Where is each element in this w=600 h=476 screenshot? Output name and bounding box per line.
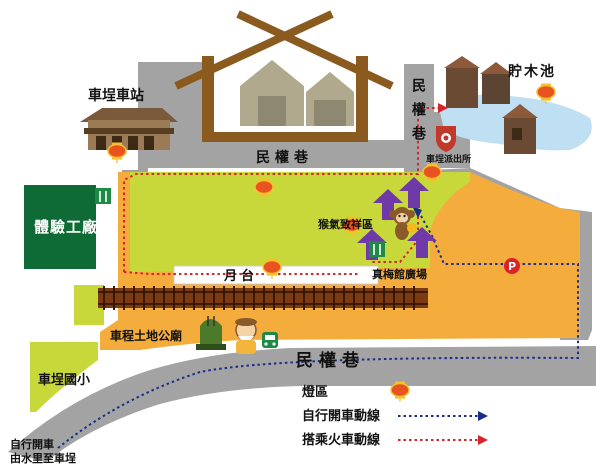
monkey-area-label: 猴氣致祥區 xyxy=(318,217,373,231)
timber-pond-label: 貯木池 xyxy=(508,63,556,80)
fork-knife-icon xyxy=(95,188,111,204)
drive-note-line2: 由水里至車埕 xyxy=(10,451,76,465)
drive-route-arrow xyxy=(412,206,422,218)
street-top-label: 民權巷 xyxy=(256,149,313,166)
parking-label: P xyxy=(508,260,516,273)
police-badge-icon xyxy=(436,126,456,152)
station-building xyxy=(80,108,178,150)
legend-train-arrow xyxy=(478,435,488,445)
school-label: 車埕國小 xyxy=(38,372,90,388)
legend-drive-label: 自行開車動線 xyxy=(302,408,381,424)
monkey-mascot xyxy=(389,207,417,240)
station-label: 車埕車站 xyxy=(88,87,144,104)
railway xyxy=(98,286,428,310)
experience-factory-label: 體驗工廠 xyxy=(34,218,98,236)
timber-pond xyxy=(440,56,592,154)
temple-label: 車程土地公廟 xyxy=(110,328,182,343)
bus-icon xyxy=(262,332,278,348)
parking-icon: P xyxy=(504,258,520,274)
platform-label: 月台 xyxy=(223,268,258,284)
train-route-arrow xyxy=(438,103,448,113)
legend-train-label: 搭乘火車動線 xyxy=(302,432,381,448)
train-route-line xyxy=(123,107,444,275)
temple xyxy=(196,316,257,354)
legend-drive-arrow xyxy=(478,411,488,421)
street-vertical-label: 民權巷 xyxy=(410,78,427,150)
experience-factory xyxy=(24,185,96,269)
drive-route-line xyxy=(57,213,579,449)
plaza-label: 真梅館廣場 xyxy=(372,267,427,281)
central-building xyxy=(174,10,394,142)
police-label: 車埕派出所 xyxy=(426,153,471,165)
school-ground xyxy=(30,342,98,412)
drive-note-line1: 自行開車 xyxy=(10,437,54,451)
fork-knife-icon xyxy=(369,241,385,257)
street-bottom-label: 民權巷 xyxy=(296,350,365,371)
legend: 燈區 自行開車動線 搭乘火車動線 xyxy=(302,384,488,448)
legend-lantern-label: 燈區 xyxy=(302,384,328,400)
